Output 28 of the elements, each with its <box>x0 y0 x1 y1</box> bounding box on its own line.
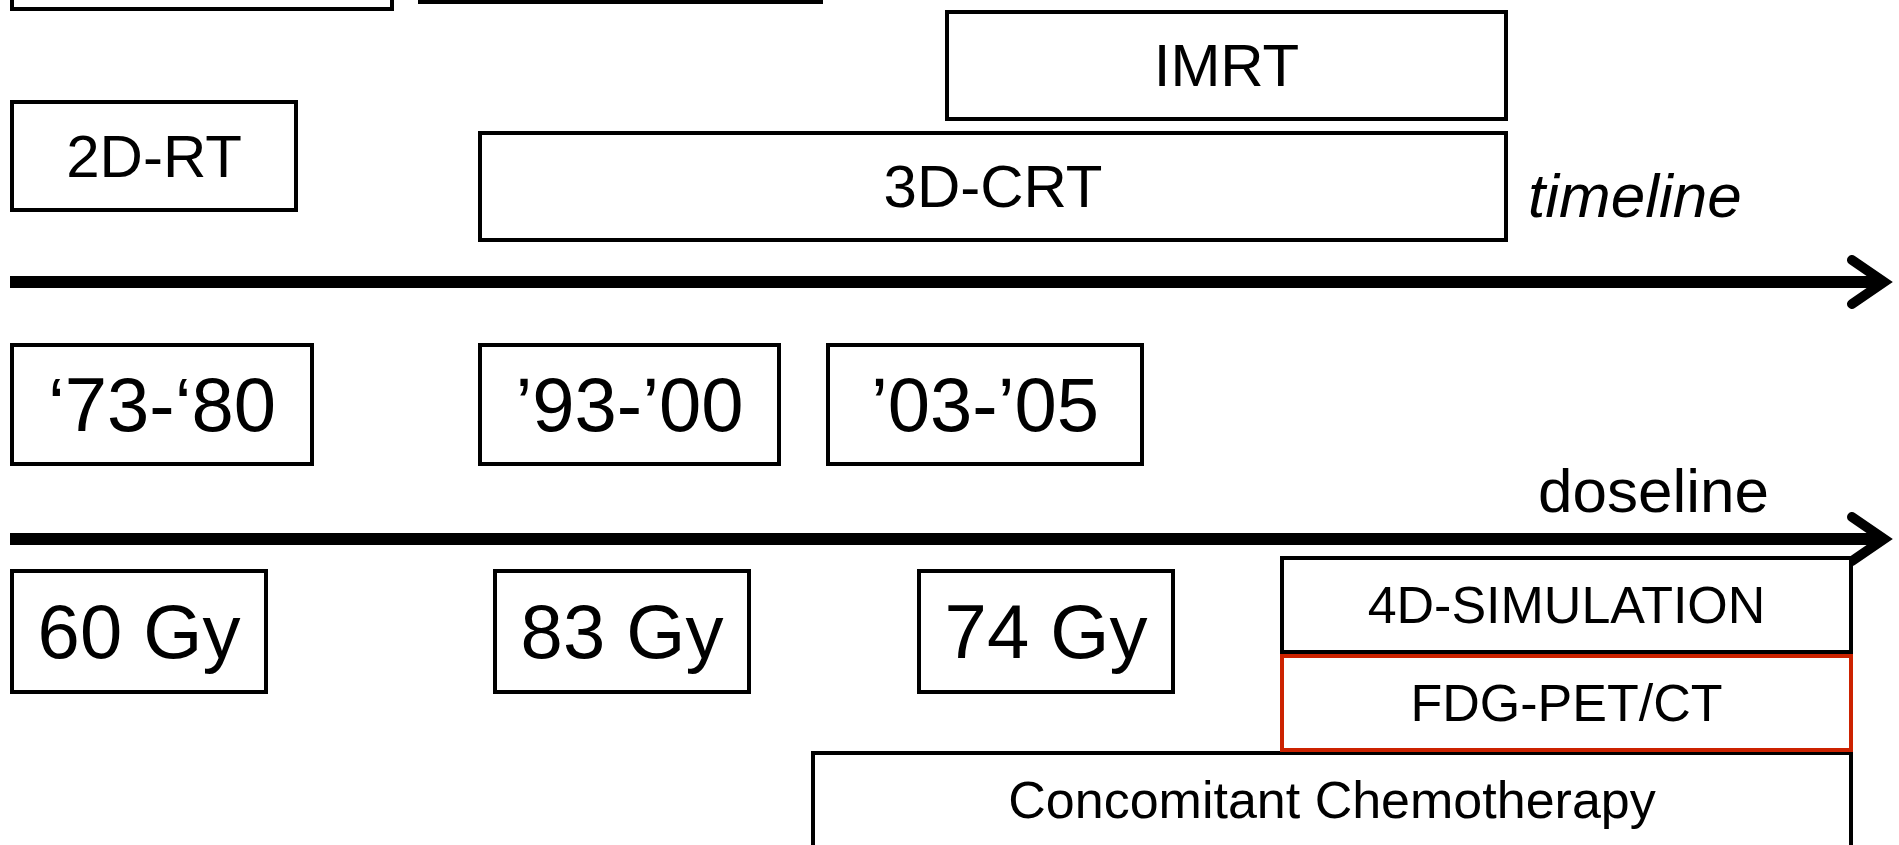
period-box <box>826 343 1144 466</box>
box-label: IMRT <box>1153 31 1300 100</box>
axis-label: doseline <box>1538 455 1769 526</box>
legend-box <box>418 0 823 4</box>
therapy-box <box>811 751 1853 845</box>
technique-box <box>945 10 1508 121</box>
box-label: ’93-’00 <box>515 361 744 448</box>
dose-box <box>10 569 268 694</box>
box-label: 74 Gy <box>944 588 1148 675</box>
box-label: 4D-SIMULATION <box>1367 575 1766 635</box>
axis-label: timeline <box>1528 160 1742 231</box>
dose-box <box>917 569 1175 694</box>
box-label: 3D-CRT <box>883 152 1103 221</box>
period-box <box>478 343 781 466</box>
dose-box <box>493 569 751 694</box>
technique-box <box>10 100 298 212</box>
box-label: ‘73-‘80 <box>47 361 277 448</box>
box-label: ’03-’05 <box>870 361 1100 448</box>
legend-box <box>10 0 394 11</box>
box-label: 83 Gy <box>520 588 724 675</box>
technique-box <box>1280 654 1853 752</box>
box-label: Concomitant Chemotherapy <box>1008 770 1656 830</box>
box-label: FDG-PET/CT <box>1410 673 1723 733</box>
box-label: 60 Gy <box>37 588 241 675</box>
box-label: 2D-RT <box>66 121 242 191</box>
period-box <box>10 343 314 466</box>
technique-box <box>1280 556 1853 654</box>
technique-box <box>478 131 1508 242</box>
